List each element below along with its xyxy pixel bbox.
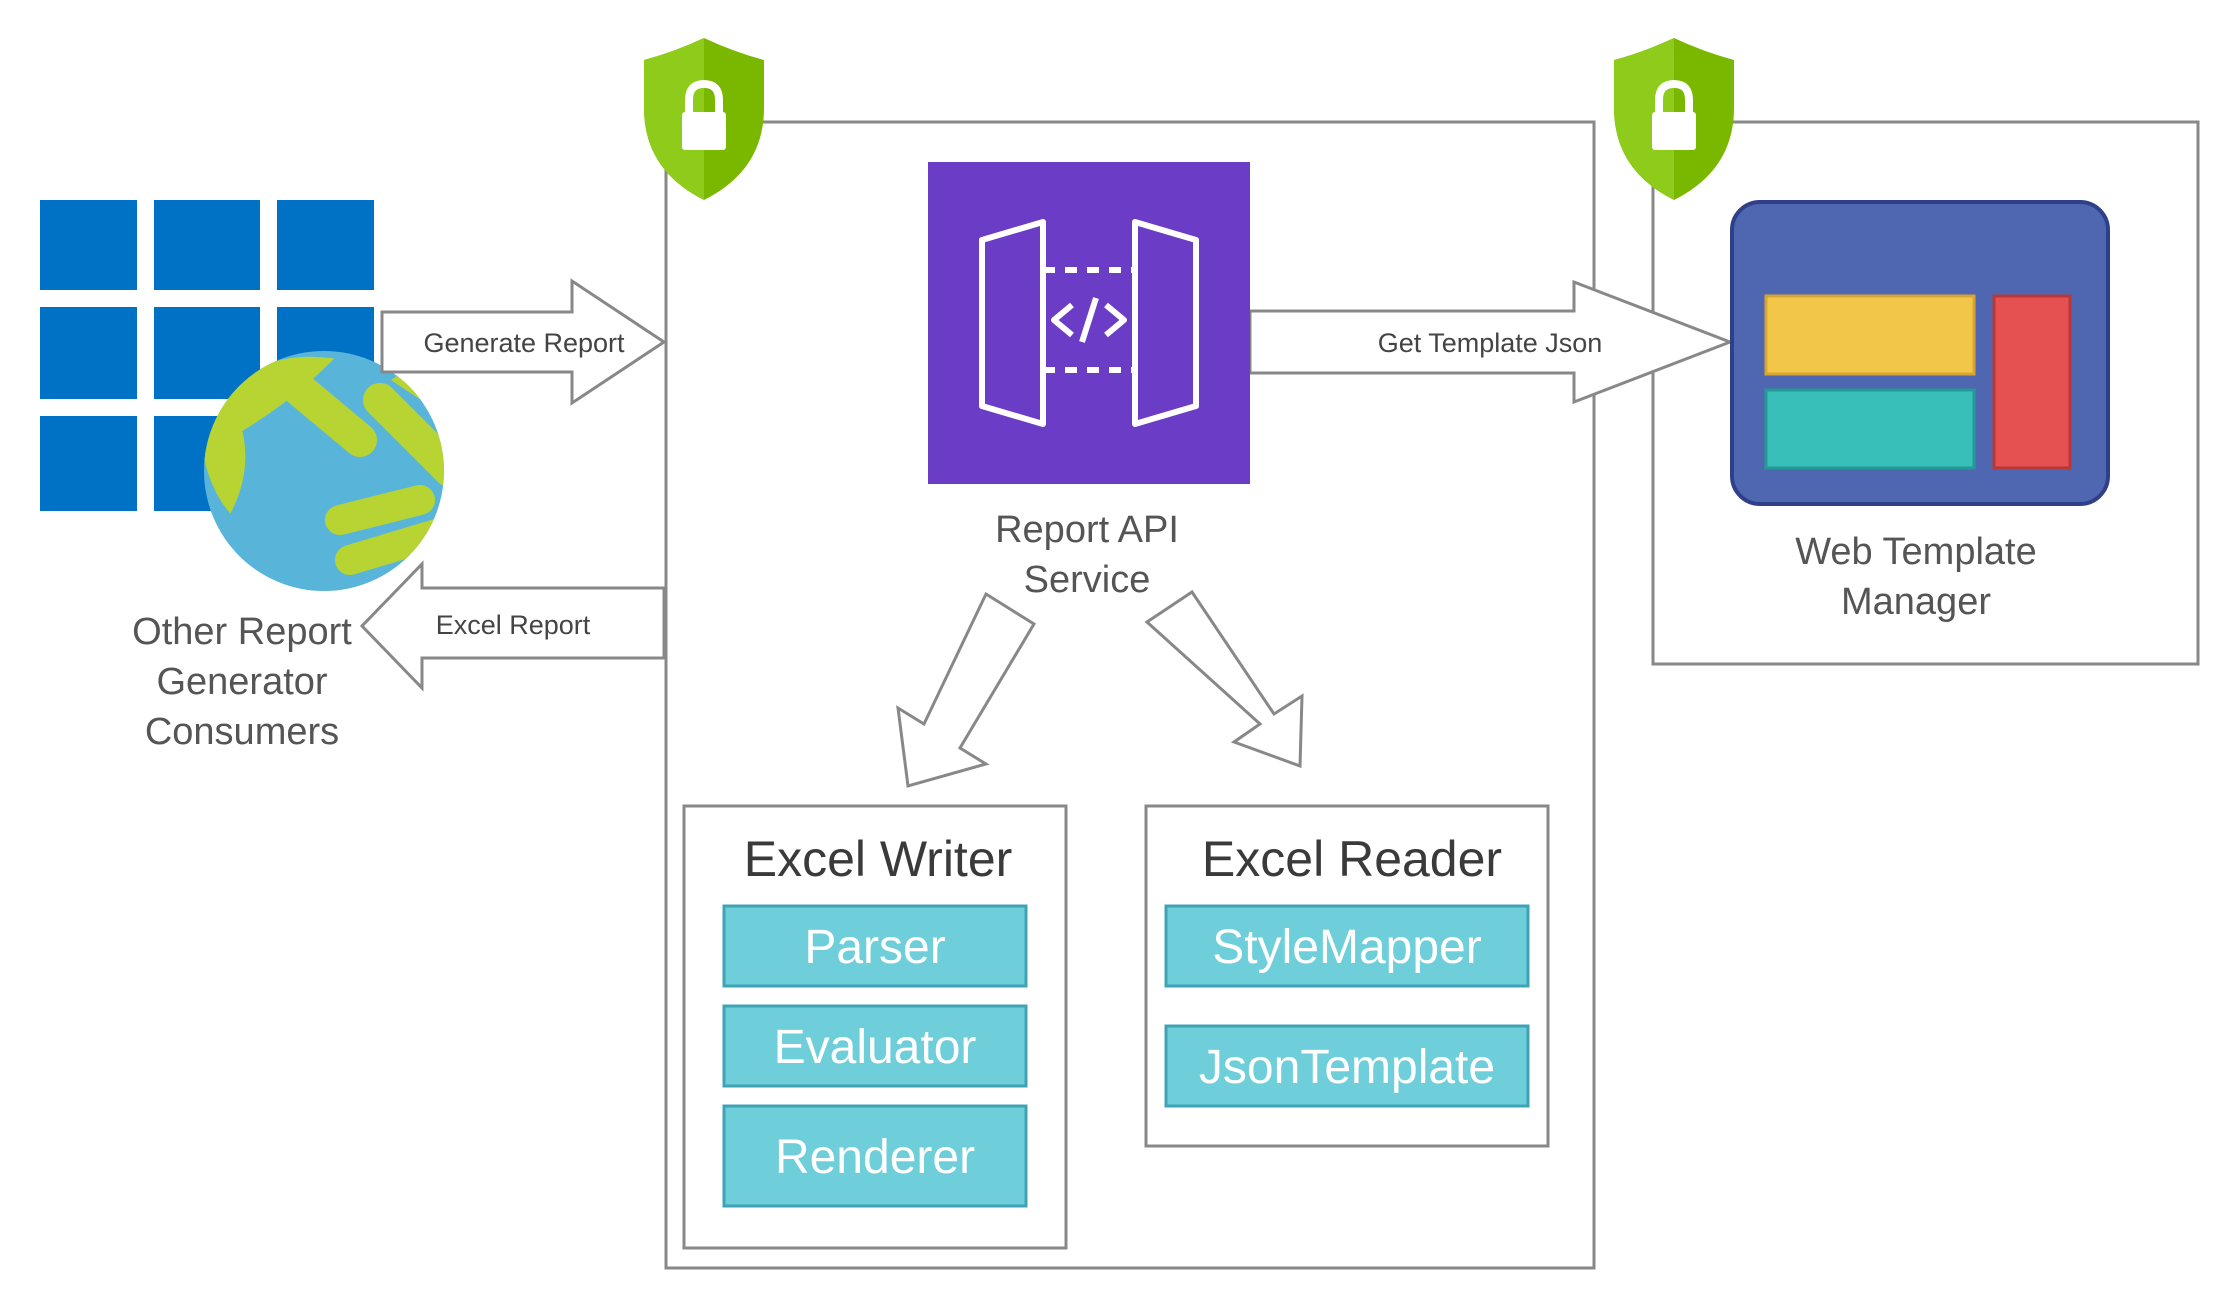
to-excel-reader-arrow [1144, 589, 1304, 769]
get-template-json-arrow [1248, 279, 1735, 405]
excel-report-label: Excel Report [436, 610, 591, 640]
stylemapper-label: StyleMapper [1212, 921, 1481, 974]
consumers-label-line-2: Generator [156, 661, 327, 703]
excel-reader-title: Excel Reader [1202, 831, 1502, 887]
get-template-json-label: Get Template Json [1378, 328, 1603, 358]
renderer-component [722, 1104, 1028, 1208]
evaluator-component [722, 1004, 1028, 1088]
parser-component [722, 904, 1028, 988]
parser-label: Parser [804, 921, 945, 974]
renderer-label: Renderer [775, 1131, 975, 1184]
generate-report-label: Generate Report [423, 328, 625, 358]
api-gateway-icon [928, 162, 1250, 484]
report-api-label-line-1: Report API [995, 509, 1179, 551]
template-layout-icon [1730, 200, 2110, 506]
jsontemplate-label: JsonTemplate [1199, 1041, 1495, 1094]
shield-lock-icon [1614, 38, 1734, 200]
consumers-label-line-3: Consumers [145, 711, 339, 753]
stylemapper-component [1164, 904, 1530, 988]
web-template-manager-label-line-2: Manager [1841, 581, 1991, 623]
shield-lock-icon [644, 38, 764, 200]
evaluator-label: Evaluator [774, 1021, 977, 1074]
report-api-label-line-2: Service [1024, 559, 1151, 601]
excel-writer-title: Excel Writer [744, 831, 1013, 887]
web-template-manager-label-line-1: Web Template [1795, 531, 2037, 573]
report-api-container [664, 120, 1596, 1270]
consumers-label-line-1: Other Report [132, 611, 352, 653]
web-template-manager-container [1651, 120, 2200, 666]
jsontemplate-component [1164, 1024, 1530, 1108]
globe-icon [204, 351, 444, 591]
to-excel-writer-arrow [896, 591, 1037, 788]
generate-report-arrow [380, 278, 667, 406]
excel-report-arrow [359, 560, 666, 692]
